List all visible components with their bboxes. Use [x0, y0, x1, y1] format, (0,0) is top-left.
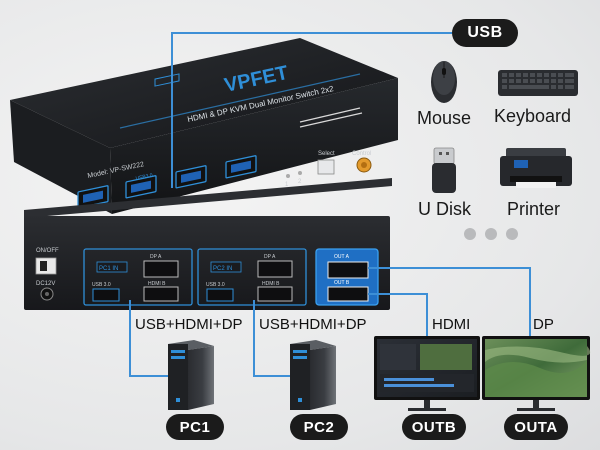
pc1-in-label: PC1 IN [99, 266, 118, 272]
pc1-port-frame [83, 248, 193, 306]
udisk-icon [432, 147, 456, 193]
pc2-dp-label: DP A [264, 254, 276, 260]
pc2-connection-label: USB+HDMI+DP [259, 316, 367, 333]
pc2-in-label: PC2 IN [213, 266, 232, 272]
cables [129, 32, 531, 377]
outb-cable [368, 293, 428, 340]
pc2-port-frame [197, 248, 307, 306]
pagination-dot[interactable] [506, 228, 518, 240]
out-b-label: OUT B [334, 280, 350, 286]
pc1-usb-port [92, 288, 120, 302]
pc1-tower-icon [168, 340, 214, 410]
dp-label: DP [533, 316, 554, 333]
led-label-2: 2 [298, 179, 302, 185]
pc2-hdmi-label: HDMI B [262, 281, 280, 287]
pc2-dp-port [257, 260, 293, 278]
led-label-1: 1 [285, 182, 289, 188]
pc2-cable [253, 300, 300, 377]
pagination-dot[interactable] [464, 228, 476, 240]
pc1-hdmi-label: HDMI B [148, 281, 166, 287]
pagination-dot[interactable] [485, 228, 497, 240]
pc2-usb-label: USB 3.0 [206, 282, 225, 288]
out-b-hdmi-port [327, 286, 369, 302]
switch-top-surface [10, 38, 398, 148]
pc2-hdmi-port [257, 286, 293, 302]
control-label: Control [352, 151, 371, 157]
pc1-connection-label: USB+HDMI+DP [135, 316, 243, 333]
pc1-pill: PC1 [166, 414, 224, 440]
out-a-label: OUT A [334, 254, 350, 260]
pc1-cable [129, 300, 180, 377]
outa-cable [368, 267, 531, 340]
udisk-label: U Disk [418, 199, 471, 219]
printer-icon [500, 148, 572, 188]
switch-rear-unit [24, 178, 392, 310]
keyboard-icon [498, 70, 578, 96]
on-off-label: ON/OFF [36, 248, 59, 254]
usb-cable [171, 32, 452, 188]
out-a-dp-port [327, 261, 369, 279]
keyboard-label: Keyboard [494, 106, 572, 126]
pc1-dp-label: DP A [150, 254, 162, 260]
switch-rear-panel [24, 216, 390, 310]
outa-monitor-icon [482, 336, 591, 411]
mouse-label: Mouse [417, 108, 472, 128]
usb-callout: USB [452, 19, 518, 47]
mouse-icon [431, 61, 457, 103]
pc1-dp-port [143, 260, 179, 278]
pc2-tower-icon [290, 340, 336, 410]
outb-monitor-icon [374, 336, 480, 411]
switch-left-face [10, 100, 112, 214]
hdmi-label: HDMI [432, 316, 471, 333]
pc2-usb-port [206, 288, 234, 302]
select-button[interactable] [317, 159, 335, 175]
dc-label: DC12V [36, 281, 55, 287]
pc2-pill: PC2 [290, 414, 348, 440]
outa-pill: OUTA [504, 414, 568, 440]
usb-port-group [77, 155, 257, 209]
select-label: Select [318, 151, 335, 157]
outb-pill: OUTB [402, 414, 466, 440]
pc1-hdmi-port [143, 286, 179, 302]
pc1-usb-label: USB 3.0 [92, 282, 111, 288]
printer-label: Printer [507, 199, 561, 219]
usb30-front-label: USB3.0 [135, 172, 153, 181]
switch-front-unit [10, 38, 398, 214]
